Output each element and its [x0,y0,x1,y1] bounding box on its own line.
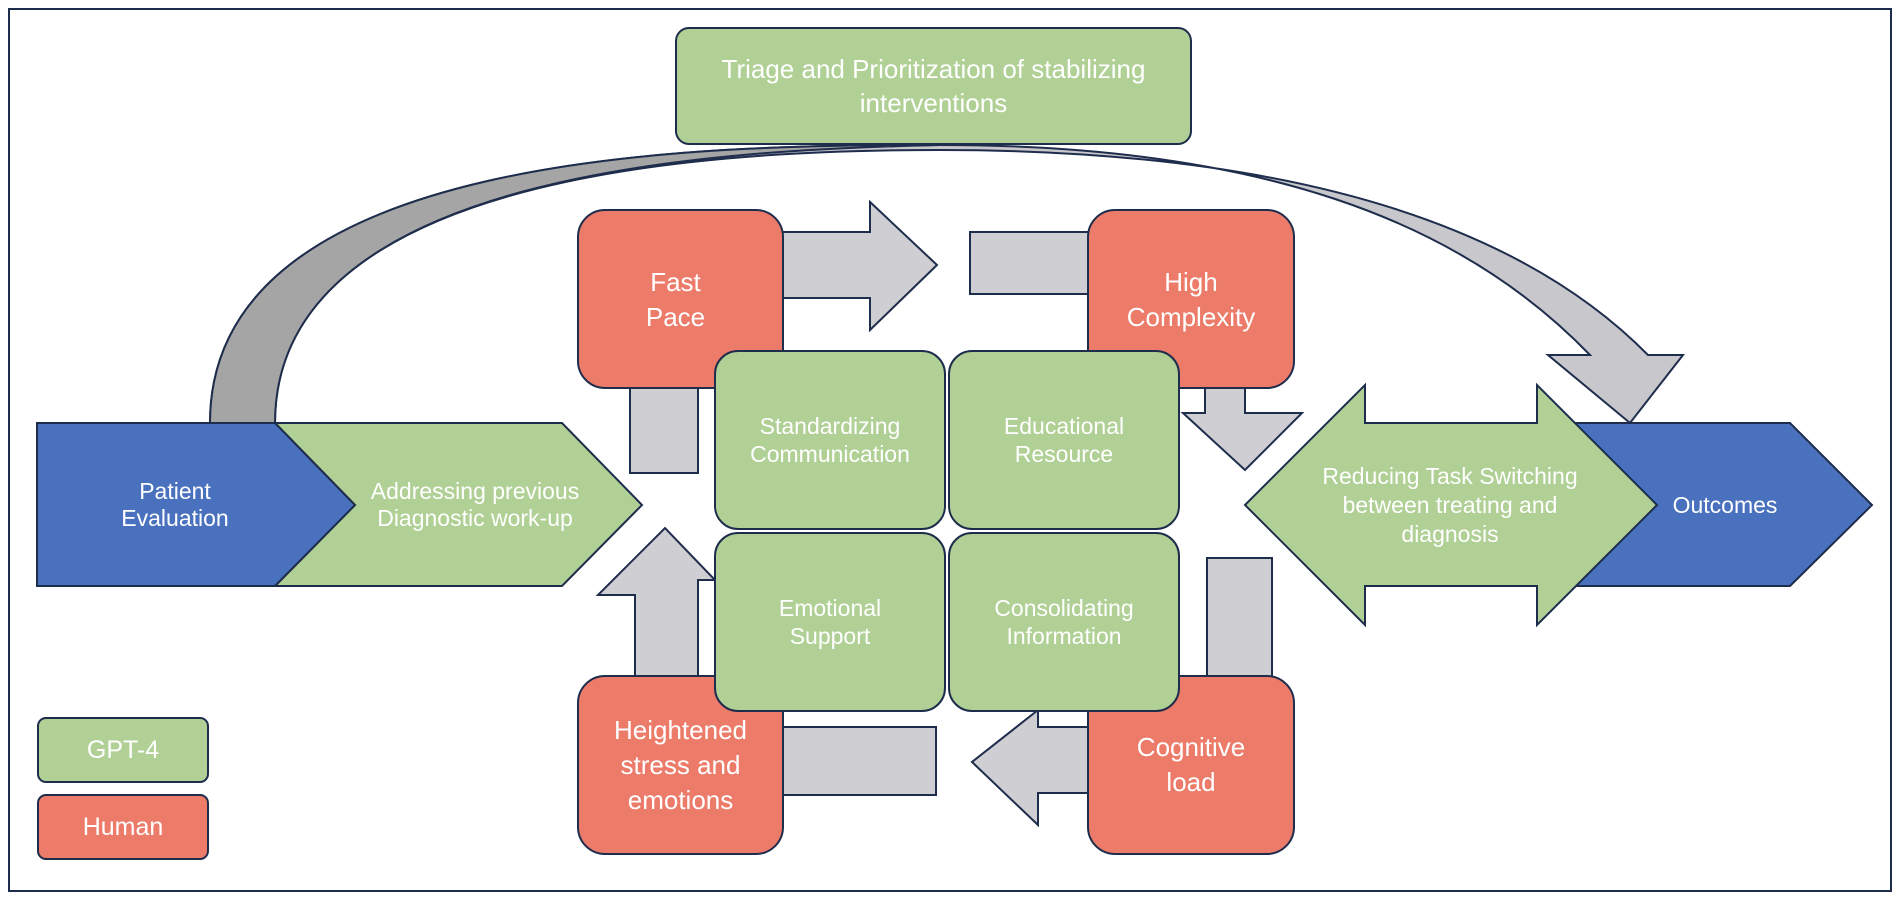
arrow-fast-pace-to-high-complexity [779,199,939,333]
high-complexity-label: High Complexity [1126,267,1256,332]
reducing-task-switching-double-arrow [1243,382,1659,628]
curved-arrow-left-shade [208,144,941,424]
fast-pace-label: Fast Pace [645,267,706,332]
addressing-previous-diagnostic-label: Addressing previous Diagnostic work-up [370,478,580,531]
arrow-high-complexity-down [1180,384,1305,472]
legend-human-label: Human [82,812,164,841]
reducing-task-switching-label: Reducing Task Switching between treating… [1322,462,1578,547]
triage-prioritization-box: Triage and Prioritization of stabilizing… [675,27,1192,145]
cognitive-load-label: Cognitive load [1136,732,1246,797]
outcomes-label: Outcomes [1672,491,1778,518]
arrow-cognitive-load-to-stress [970,707,1091,828]
heightened-stress-label: Heightened stress and emotions [614,714,747,815]
connector-into-high-complexity [969,231,1091,295]
standardizing-communication-label: Standardizing Communication [750,413,910,467]
triage-prioritization-label: Triage and Prioritization of stabilizing… [721,54,1146,118]
curved-arrow-to-outcomes [208,143,1686,425]
consolidating-information-label: Consolidating Information [994,595,1134,649]
educational-resource-box: Educational Resource [948,350,1180,530]
connector-into-cognitive-load [1206,557,1273,681]
connector-from-stress [779,726,937,796]
educational-resource-label: Educational Resource [1003,413,1125,467]
arrow-stress-up [595,526,718,679]
legend-swatch-human [37,794,209,860]
emotional-support-box: Emotional Support [714,532,946,712]
legend-gpt4-label: GPT-4 [86,735,160,764]
consolidating-information-box: Consolidating Information [948,532,1180,712]
standardizing-communication-box: Standardizing Communication [714,350,946,530]
legend-swatch-gpt4 [37,717,209,783]
patient-evaluation-label: Patient Evaluation [121,478,229,531]
emotional-support-label: Emotional Support [778,595,882,649]
connector-below-fast-pace [629,384,699,474]
patient-evaluation-pentagon [36,422,357,587]
